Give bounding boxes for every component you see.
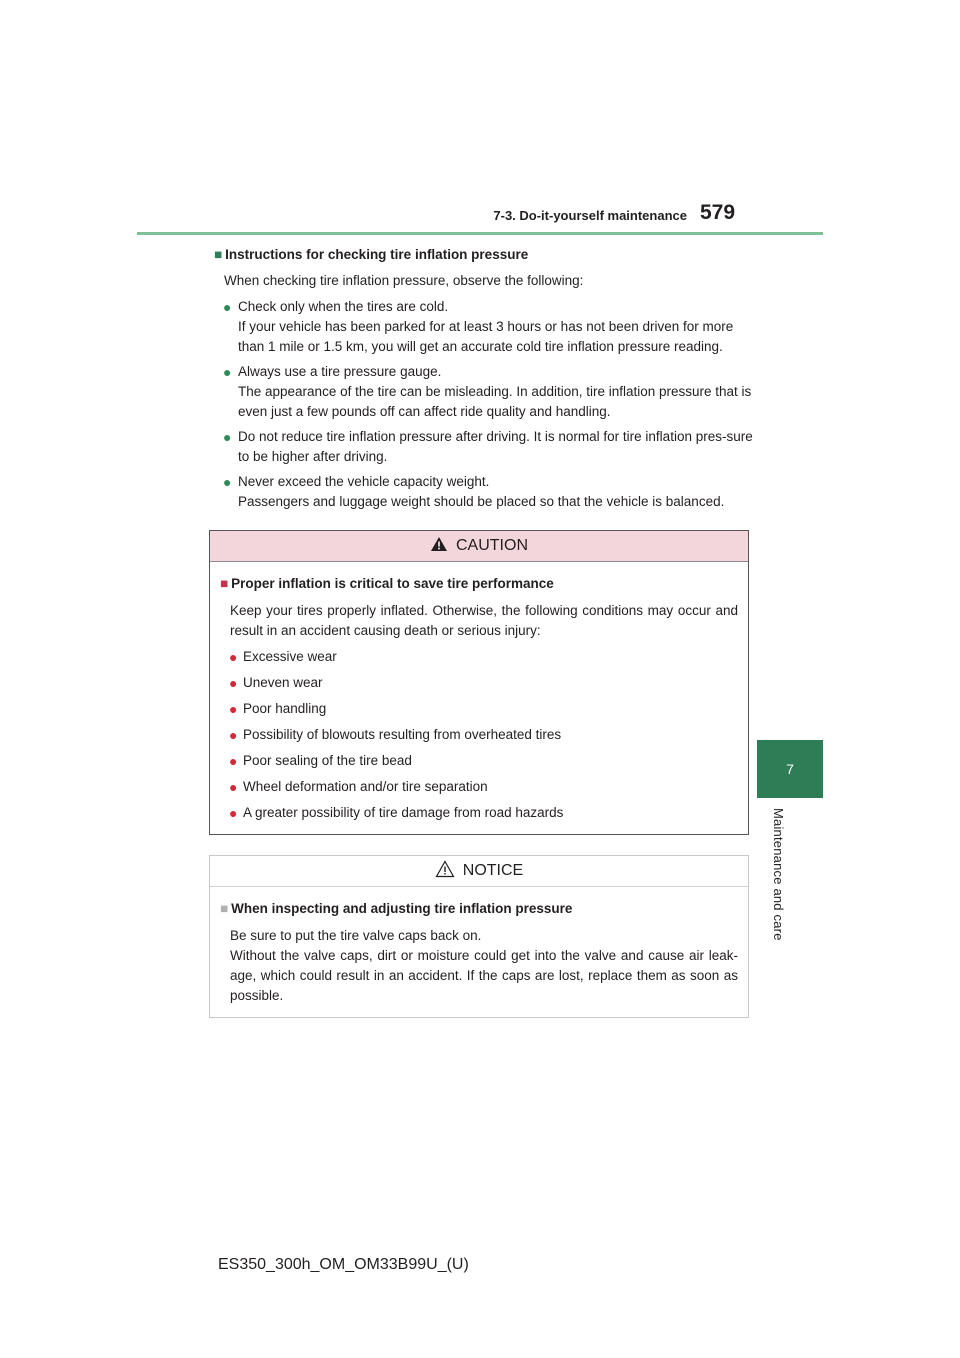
notice-box: NOTICE ■When inspecting and adjusting ti… <box>209 855 749 1018</box>
bullet-dot-icon: ● <box>223 429 232 445</box>
bullet-item: ● Always use a tire pressure gauge. The … <box>223 364 752 419</box>
warning-triangle-icon <box>431 536 447 551</box>
notice-line: Without the valve caps, dirt or moisture… <box>230 948 738 1003</box>
caution-heading: ■Proper inflation is critical to save ti… <box>220 576 554 591</box>
bullet-dot-icon: ● <box>229 805 238 821</box>
caution-item: ●Possibility of blowouts resulting from … <box>229 727 562 743</box>
bullet-dot-icon: ● <box>229 649 238 665</box>
caution-box: CAUTION ■Proper inflation is critical to… <box>209 530 749 835</box>
bullet-dot-icon: ● <box>223 299 232 315</box>
bullet-dot-icon: ● <box>229 701 238 717</box>
notice-header: NOTICE <box>210 856 748 887</box>
page-number: 579 <box>700 201 736 224</box>
caution-item: ●Poor sealing of the tire bead <box>229 753 412 769</box>
bullet-item: ● Never exceed the vehicle capacity weig… <box>223 474 725 509</box>
bullet-dot-icon: ● <box>223 364 232 380</box>
chapter-number: 7 <box>786 761 794 777</box>
notice-title: NOTICE <box>462 862 524 879</box>
bullet-dot-icon: ● <box>229 779 238 795</box>
notice-heading: ■When inspecting and adjusting tire infl… <box>220 901 573 916</box>
notice-triangle-icon <box>435 860 455 877</box>
caution-item: ●Uneven wear <box>229 675 323 691</box>
section-intro: When checking tire inflation pressure, o… <box>224 273 584 288</box>
section-heading: ■Instructions for checking tire inflatio… <box>214 247 529 262</box>
bullet-dot-icon: ● <box>229 675 238 691</box>
caution-item: ●Poor handling <box>229 701 327 717</box>
caution-item: ●Wheel deformation and/or tire separatio… <box>229 779 488 795</box>
tire-pressure-section: ■Instructions for checking tire inflatio… <box>214 245 754 517</box>
caution-header: CAUTION <box>210 531 748 562</box>
bullet-item: ● Check only when the tires are cold. If… <box>223 299 734 354</box>
chapter-label: Maintenance and care <box>771 808 786 941</box>
caution-intro: Keep your tires properly inflated. Other… <box>230 603 738 638</box>
caution-item: ●A greater possibility of tire damage fr… <box>229 805 564 821</box>
caution-item: ●Excessive wear <box>229 649 337 665</box>
notice-line: Be sure to put the tire valve caps back … <box>230 928 482 943</box>
bullet-dot-icon: ● <box>229 753 238 769</box>
bullet-dot-icon: ● <box>223 474 232 490</box>
caution-title: CAUTION <box>456 537 528 554</box>
square-bullet-icon: ■ <box>220 901 229 916</box>
document-code: ES350_300h_OM_OM33B99U_(U) <box>218 1256 469 1273</box>
square-bullet-icon: ■ <box>214 247 223 262</box>
chapter-tab: 7 <box>757 740 823 798</box>
bullet-dot-icon: ● <box>229 727 238 743</box>
header-section-title: 7-3. Do-it-yourself maintenance <box>493 208 687 223</box>
square-bullet-icon: ■ <box>220 576 229 591</box>
header-rule <box>137 232 823 235</box>
bullet-item: ● Do not reduce tire inflation pressure … <box>223 429 753 464</box>
